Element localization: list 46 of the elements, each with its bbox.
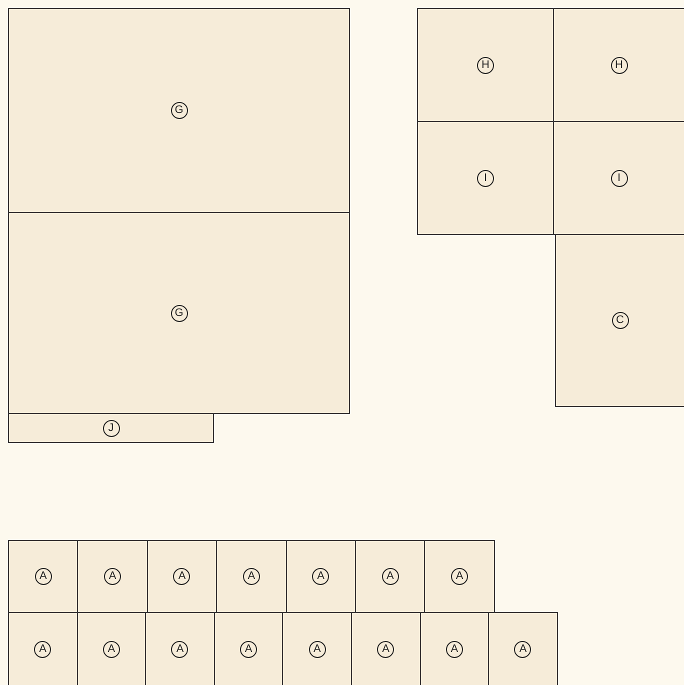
plan-area [351, 612, 421, 685]
plan-area [8, 413, 214, 443]
plan-area [286, 540, 356, 613]
plan-area [417, 121, 554, 235]
plan-area [355, 540, 426, 613]
plan-area [216, 540, 287, 613]
plan-area [420, 612, 490, 685]
area-letter: A [451, 568, 468, 585]
area-letter: A [34, 640, 52, 658]
area-letter: A [173, 568, 190, 585]
area-letter: A [34, 568, 52, 585]
area-letter: A [240, 640, 258, 658]
plan-area [76, 612, 146, 685]
area-letter: A [446, 640, 463, 658]
area-letter: A [312, 568, 330, 585]
plan-area [553, 121, 684, 235]
area-letter: A [102, 640, 120, 658]
area-letter: A [382, 568, 399, 585]
area-letter: C [612, 312, 628, 329]
plan-area [8, 8, 350, 213]
plan-area [8, 212, 350, 414]
plan-area [8, 540, 78, 613]
plan-area [146, 540, 218, 613]
area-letter: A [171, 640, 188, 658]
area-letter: G [170, 304, 188, 322]
plan-area [417, 8, 554, 122]
area-letter: H [477, 56, 494, 74]
area-letter: J [102, 420, 120, 436]
plan-area [145, 612, 215, 685]
area-letter: A [104, 568, 122, 585]
area-letter: A [308, 640, 326, 658]
plan-area [77, 540, 148, 613]
area-letter: G [170, 102, 188, 119]
plan-area [214, 612, 284, 685]
plan-area [8, 612, 78, 685]
plan-area [553, 8, 684, 122]
plan-area [488, 612, 558, 685]
area-letter: A [514, 640, 532, 658]
plan-area [555, 234, 684, 407]
area-letter: A [242, 568, 260, 585]
area-letter: A [377, 640, 394, 658]
area-letter: H [610, 56, 628, 74]
plan-area [282, 612, 352, 685]
area-letter: I [610, 170, 628, 186]
area-letter: I [477, 170, 494, 186]
plan-area [424, 540, 495, 613]
